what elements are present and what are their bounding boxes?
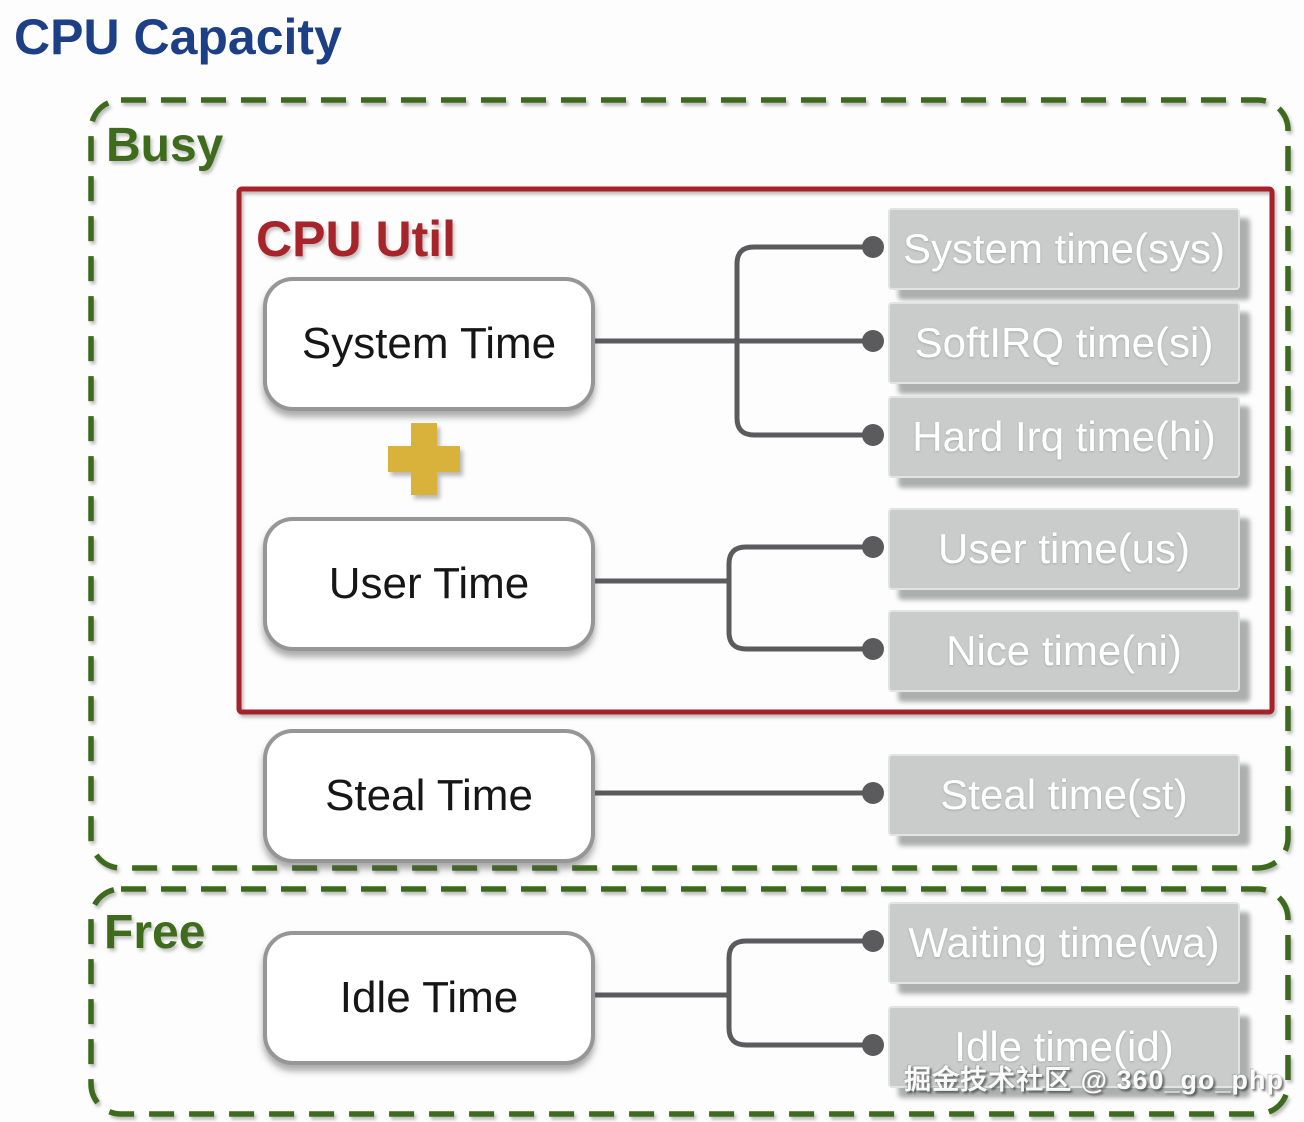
metric-softirq-time-si: SoftIRQ time(si) [888, 302, 1240, 384]
plus-icon-bar-vertical [411, 423, 437, 495]
node-user-time: User Time [263, 517, 595, 651]
metric-hard-irq-time-hi: Hard Irq time(hi) [888, 396, 1240, 478]
edge-terminal-dots [862, 236, 884, 1056]
metric-steal-time-st: Steal time(st) [888, 754, 1240, 836]
node-steal-time: Steal Time [263, 729, 595, 863]
metric-idle-time-id: Idle time(id) [888, 1006, 1240, 1088]
busy-group-border [88, 97, 1291, 871]
node-system-time: System Time [263, 277, 595, 411]
free-group-label: Free [104, 906, 206, 959]
cpu-util-group-label: CPU Util [256, 211, 456, 267]
metric-user-time-us: User time(us) [888, 508, 1240, 590]
metric-nice-time-ni: Nice time(ni) [888, 610, 1240, 692]
edge-system-time [591, 244, 866, 438]
page-title: CPU Capacity [14, 9, 342, 65]
edge-idle-time [591, 938, 866, 1048]
node-idle-time: Idle Time [263, 931, 595, 1065]
watermark: 掘金技术社区 @ 360_go_php [904, 1065, 1284, 1095]
plus-icon [388, 423, 460, 495]
cpu-util-border [236, 186, 1275, 715]
busy-group-label: Busy [106, 119, 224, 172]
metric-waiting-time-wa: Waiting time(wa) [888, 902, 1240, 984]
free-group-border [88, 886, 1291, 1117]
edge-user-time [591, 544, 866, 652]
metric-system-time-sys: System time(sys) [888, 208, 1240, 290]
